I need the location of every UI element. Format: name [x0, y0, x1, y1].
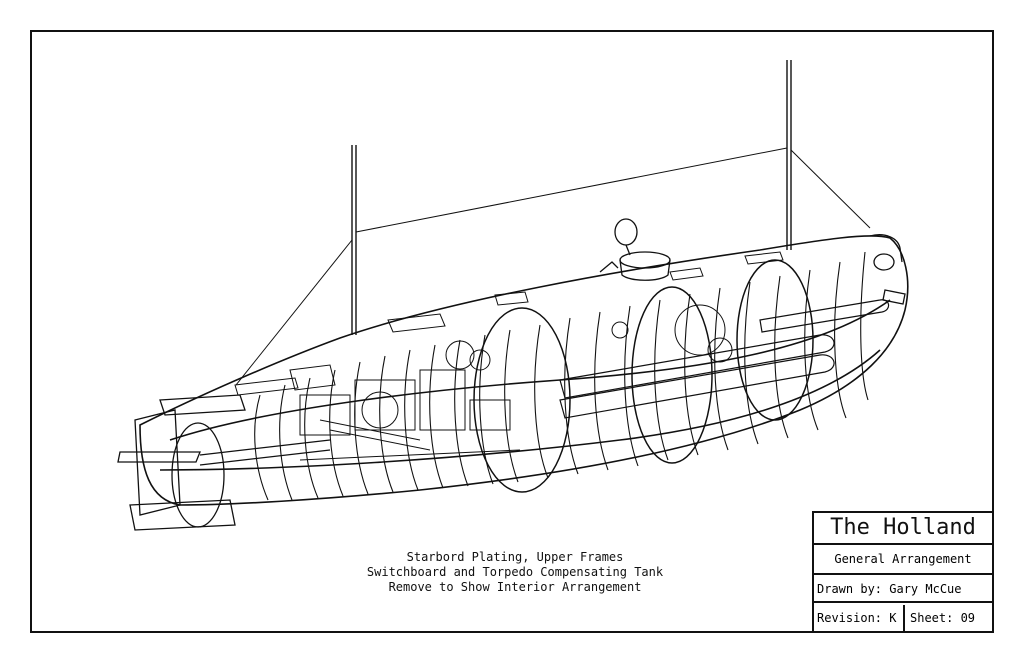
stern-assembly	[117, 394, 331, 531]
machinery	[289, 304, 733, 461]
hull-outline	[139, 235, 909, 506]
stay-wires	[235, 147, 871, 386]
caption-line-3: Remove to Show Interior Arrangement	[388, 580, 642, 594]
masts	[351, 60, 792, 335]
ring-frames	[473, 259, 814, 493]
caption-line-2: Switchboard and Torpedo Compensating Tan…	[366, 565, 664, 579]
conning-tower	[599, 218, 671, 281]
hull-frames	[254, 251, 869, 501]
deck-hatches	[234, 251, 784, 396]
drawn-by: Drawn by: Gary McCue	[814, 575, 992, 603]
sheet-number: Sheet: 09	[910, 611, 976, 625]
drawing-caption: Starbord Plating, Upper Frames Switchboa…	[330, 550, 700, 595]
revision: Revision: K	[814, 605, 905, 631]
title-block: The Holland General Arrangement Drawn by…	[812, 511, 994, 633]
caption-line-1: Starbord Plating, Upper Frames	[406, 550, 624, 564]
torpedo-tubes	[559, 299, 890, 419]
drawing-subtitle: General Arrangement	[814, 545, 992, 575]
drawing-border	[30, 30, 994, 633]
drawing-title: The Holland	[814, 513, 992, 545]
bow-assembly	[869, 234, 906, 305]
